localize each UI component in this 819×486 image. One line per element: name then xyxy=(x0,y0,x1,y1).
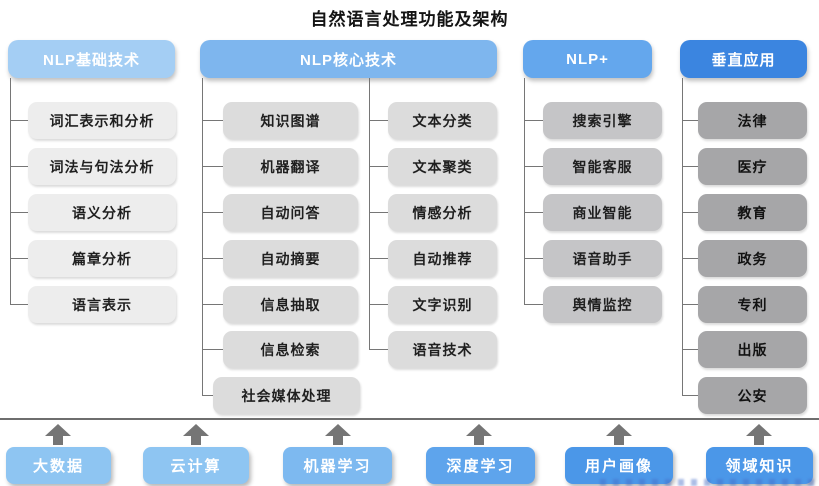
node-discourse-analysis: 篇章分析 xyxy=(28,240,176,277)
connector-line xyxy=(369,349,388,350)
connector-line xyxy=(369,78,370,349)
connector-line xyxy=(369,304,388,305)
connector-line xyxy=(524,304,543,305)
node-search-engine: 搜索引擎 xyxy=(543,102,662,139)
connector-line xyxy=(10,78,11,304)
up-arrow-icon xyxy=(606,424,632,445)
connector-line xyxy=(202,78,203,395)
up-arrow-icon xyxy=(746,424,772,445)
node-smart-service: 智能客服 xyxy=(543,148,662,185)
foundation-user-profile: 用户画像 xyxy=(565,447,673,484)
node-semantic-analysis: 语义分析 xyxy=(28,194,176,231)
connector-line xyxy=(524,78,525,304)
node-social-media-processing: 社会媒体处理 xyxy=(213,377,360,414)
node-ocr: 文字识别 xyxy=(388,286,497,323)
node-law: 法律 xyxy=(698,102,807,139)
node-text-classification: 文本分类 xyxy=(388,102,497,139)
connector-line xyxy=(10,166,28,167)
node-auto-summary: 自动摘要 xyxy=(223,240,358,277)
node-patent: 专利 xyxy=(698,286,807,323)
foundation-big-data: 大数据 xyxy=(6,447,111,484)
connector-line xyxy=(682,212,698,213)
up-arrow-icon xyxy=(183,424,209,445)
node-text-clustering: 文本聚类 xyxy=(388,148,497,185)
foundation-cloud-computing: 云计算 xyxy=(143,447,249,484)
connector-line xyxy=(369,212,388,213)
node-opinion-monitoring: 舆情监控 xyxy=(543,286,662,323)
foundation-deep-learning: 深度学习 xyxy=(426,447,535,484)
connector-line xyxy=(682,304,698,305)
node-lexical-representation: 词汇表示和分析 xyxy=(28,102,176,139)
connector-line xyxy=(524,212,543,213)
node-sentiment-analysis: 情感分析 xyxy=(388,194,497,231)
separator-line xyxy=(0,418,819,420)
connector-line xyxy=(682,395,698,396)
foundation-machine-learning: 机器学习 xyxy=(283,447,392,484)
connector-line xyxy=(202,304,223,305)
node-knowledge-graph: 知识图谱 xyxy=(223,102,358,139)
connector-line xyxy=(682,166,698,167)
node-auto-qa: 自动问答 xyxy=(223,194,358,231)
connector-line xyxy=(369,120,388,121)
header-nlp-basic: NLP基础技术 xyxy=(8,40,175,78)
connector-line xyxy=(524,258,543,259)
node-machine-translation: 机器翻译 xyxy=(223,148,358,185)
connector-line xyxy=(10,120,28,121)
connector-line xyxy=(10,304,28,305)
connector-line xyxy=(369,166,388,167)
header-nlp-core: NLP核心技术 xyxy=(200,40,497,78)
node-business-intel: 商业智能 xyxy=(543,194,662,231)
connector-line xyxy=(10,212,28,213)
up-arrow-icon xyxy=(466,424,492,445)
connector-line xyxy=(524,120,543,121)
up-arrow-icon xyxy=(45,424,71,445)
node-medical: 医疗 xyxy=(698,148,807,185)
connector-line xyxy=(202,212,223,213)
node-education: 教育 xyxy=(698,194,807,231)
connector-line xyxy=(202,395,213,396)
watermark-fragment xyxy=(600,479,815,486)
connector-line xyxy=(524,166,543,167)
node-language-representation: 语言表示 xyxy=(28,286,176,323)
connector-line xyxy=(369,258,388,259)
foundation-domain-knowledge: 领域知识 xyxy=(706,447,813,484)
node-info-extraction: 信息抽取 xyxy=(223,286,358,323)
up-arrow-icon xyxy=(325,424,351,445)
connector-line xyxy=(10,258,28,259)
node-government: 政务 xyxy=(698,240,807,277)
header-nlp-plus: NLP+ xyxy=(523,40,652,78)
connector-line xyxy=(202,166,223,167)
node-morph-syntax-analysis: 词法与句法分析 xyxy=(28,148,176,185)
connector-line xyxy=(682,78,683,395)
connector-line xyxy=(202,120,223,121)
node-auto-recommendation: 自动推荐 xyxy=(388,240,497,277)
page-title: 自然语言处理功能及架构 xyxy=(310,10,509,29)
connector-line xyxy=(682,258,698,259)
node-info-retrieval: 信息检索 xyxy=(223,331,358,368)
node-voice-assistant: 语音助手 xyxy=(543,240,662,277)
node-public-security: 公安 xyxy=(698,377,807,414)
node-speech-technology: 语音技术 xyxy=(388,331,497,368)
node-publishing: 出版 xyxy=(698,331,807,368)
connector-line xyxy=(682,349,698,350)
connector-line xyxy=(202,349,223,350)
header-vertical-app: 垂直应用 xyxy=(680,40,807,78)
connector-line xyxy=(202,258,223,259)
connector-line xyxy=(682,120,698,121)
